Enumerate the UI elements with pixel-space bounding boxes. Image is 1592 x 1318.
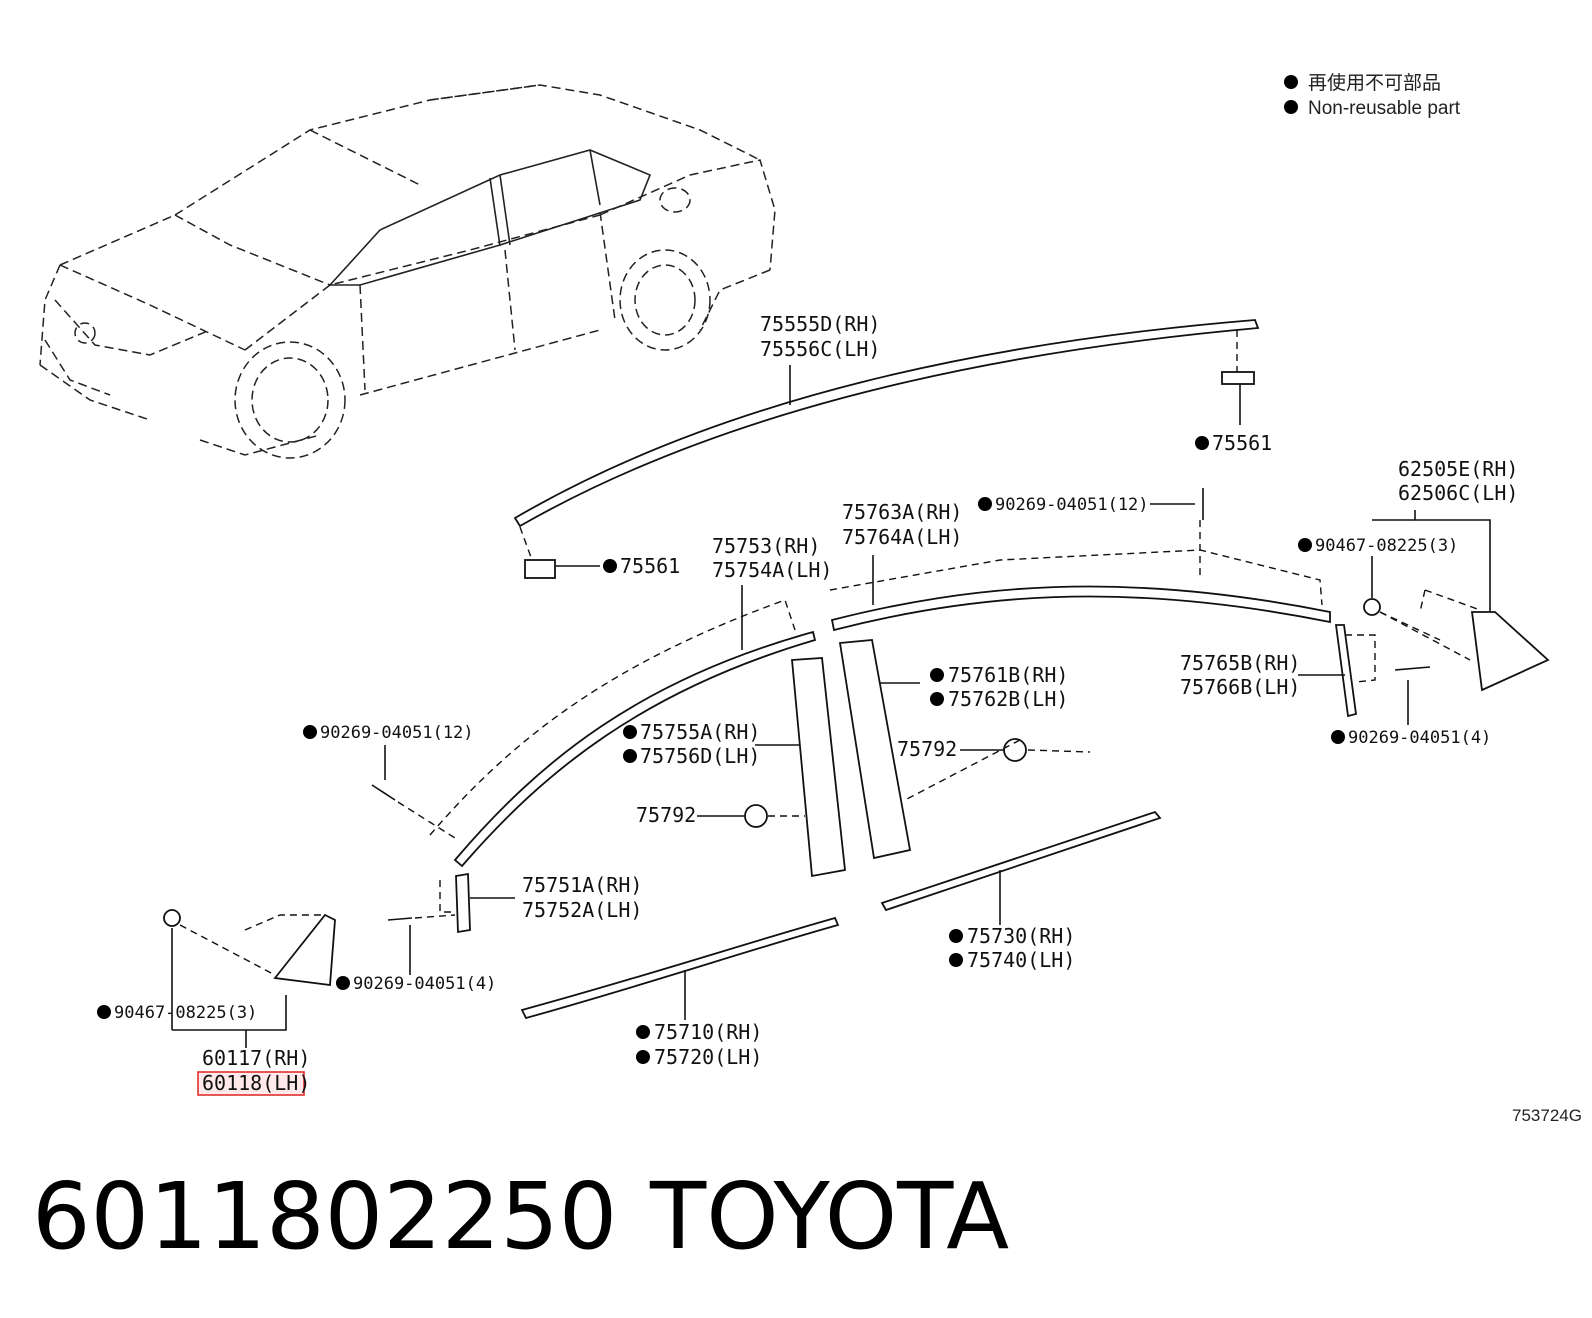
- label-60117: 60117(RH): [202, 1046, 310, 1070]
- label-75755a: 75755A(RH): [640, 720, 760, 744]
- nut-icon: [163, 909, 181, 927]
- belt-molding-rear: 75730(RH) 75740(LH): [880, 810, 1162, 972]
- label-62505e: 62505E(RH): [1398, 457, 1518, 481]
- label-75556c: 75556C(LH): [760, 337, 880, 361]
- clip-icon: [524, 559, 556, 579]
- legend: 再使用不可部品 Non-reusable part: [1284, 72, 1461, 119]
- label-75561-top: 75561: [1212, 431, 1272, 455]
- label-75753: 75753(RH): [712, 534, 820, 558]
- label-62506c: 62506C(LH): [1398, 481, 1518, 505]
- label-75792-left: 75792: [636, 803, 696, 827]
- part-number: 6011802250: [32, 1163, 617, 1270]
- front-pillar-piece: [791, 657, 846, 878]
- label-90269-12-top: 90269-04051(12): [995, 495, 1149, 515]
- label-75756d: 75756D(LH): [640, 744, 760, 768]
- label-75763a: 75763A(RH): [842, 500, 962, 524]
- label-75555d: 75555D(RH): [760, 312, 880, 336]
- label-75762b: 75762B(LH): [948, 687, 1068, 711]
- screw-icon: [1394, 666, 1431, 671]
- label-75710: 75710(RH): [654, 1020, 762, 1044]
- small-garnish: 75751A(RH) 75752A(LH) 90269-04051(4): [336, 872, 642, 994]
- diagram-code: 753724G: [1512, 1106, 1582, 1125]
- clip-icon: [1003, 738, 1027, 762]
- label-90269-4-right: 90269-04051(4): [1348, 728, 1491, 748]
- label-90467-right: 90467-08225(3): [1315, 536, 1458, 556]
- highlight-box: [197, 1071, 305, 1096]
- clip-icon: [1221, 371, 1255, 385]
- quarter-garnish: [1379, 589, 1550, 692]
- legend-text-cn: 再使用不可部品: [1308, 72, 1441, 94]
- legend-bullet-en: [1284, 100, 1298, 114]
- rear-vertical-garnish: 75765B(RH) 75766B(LH) 90269-04051(4): [1180, 624, 1491, 748]
- label-75720: 75720(LH): [654, 1045, 762, 1069]
- label-75740: 75740(LH): [967, 948, 1075, 972]
- label-75754a: 75754A(LH): [712, 558, 832, 582]
- car-illustration: [39, 84, 776, 459]
- label-75752a: 75752A(LH): [522, 898, 642, 922]
- nut-icon: [1363, 598, 1381, 616]
- label-90269-12-left: 90269-04051(12): [320, 723, 474, 743]
- roof-molding: 75555D(RH) 75556C(LH) 75561 75561: [513, 312, 1272, 579]
- front-door-upper-molding: 75753(RH) 75754A(LH): [429, 534, 832, 868]
- mirror-garnish: 90467-08225(3) 60117(RH) 60118(LH): [97, 909, 336, 1096]
- label-75761b: 75761B(RH): [948, 663, 1068, 687]
- rear-door-upper-molding: 75763A(RH) 75764A(LH): [829, 500, 1331, 632]
- label-75764a: 75764A(LH): [842, 525, 962, 549]
- screw-icon: [387, 917, 413, 921]
- screw-icon: [371, 784, 396, 801]
- label-75751a: 75751A(RH): [522, 873, 642, 897]
- pillar-garnish: 75761B(RH) 75762B(LH) 75792 75755A(RH) 7…: [623, 639, 1091, 878]
- clip-icon: [744, 804, 768, 828]
- label-60118: 60118(LH): [202, 1071, 310, 1095]
- label-75792-right: 75792: [897, 737, 957, 761]
- label-90269-4-left: 90269-04051(4): [353, 974, 496, 994]
- label-75730: 75730(RH): [967, 924, 1075, 948]
- belt-molding-front: 75710(RH) 75720(LH): [520, 916, 840, 1069]
- label-75766b: 75766B(LH): [1180, 675, 1300, 699]
- label-90467-left: 90467-08225(3): [114, 1003, 257, 1023]
- label-75561-left: 75561: [620, 554, 680, 578]
- legend-text-en: Non-reusable part: [1308, 98, 1461, 119]
- brand-name: TOYOTA: [649, 1163, 1009, 1270]
- rear-pillar-piece: [838, 639, 912, 860]
- legend-bullet-cn: [1284, 75, 1298, 89]
- label-75765b: 75765B(RH): [1180, 651, 1300, 675]
